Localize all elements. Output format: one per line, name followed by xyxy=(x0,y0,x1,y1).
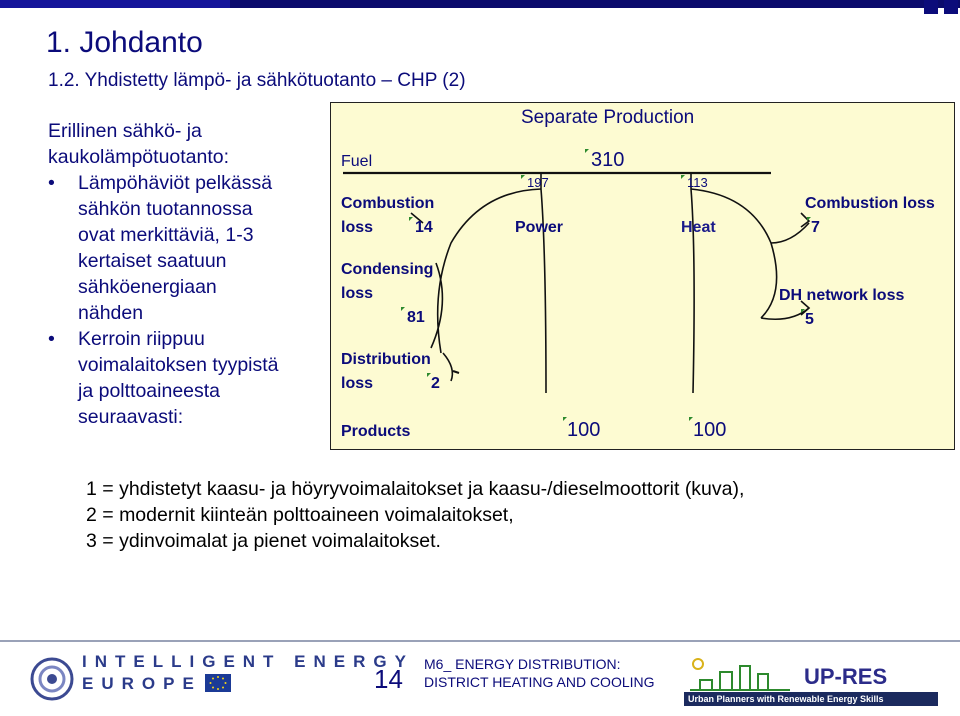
note-line: 1 = yhdistetyt kaasu- ja höyryvoimalaito… xyxy=(86,478,745,500)
bullet-line: seuraavasti: xyxy=(78,406,184,428)
distribution-loss-value: 2 xyxy=(431,375,440,392)
power-arc-center xyxy=(540,188,547,394)
module-title-line2: DISTRICT HEATING AND COOLING xyxy=(424,674,655,690)
power-output-value: 100 xyxy=(567,419,601,441)
heat-label: Heat xyxy=(681,219,716,236)
dh-network-loss-value: 5 xyxy=(805,311,814,328)
notes-list: 1 = yhdistetyt kaasu- ja höyryvoimalaito… xyxy=(86,476,744,554)
bullet-item: • Lämpöhäviöt pelkässä sähkön tuotannoss… xyxy=(48,170,328,326)
heat-combustion-loss-value: 7 xyxy=(811,219,820,236)
bullet-line: ja polttoaineesta xyxy=(78,380,221,402)
combustion-loss-arrow xyxy=(410,212,424,224)
module-title: M6_ ENERGY DISTRIBUTION: DISTRICT HEATIN… xyxy=(424,655,655,691)
note-line: 2 = modernit kiinteän polttoaineen voima… xyxy=(86,504,514,526)
power-arc-left xyxy=(436,188,542,354)
distribution-loss-label: loss xyxy=(341,375,374,392)
bullet-dot: • xyxy=(48,328,55,350)
combustion-loss-label: Combustion xyxy=(341,195,435,212)
tick-mark xyxy=(409,217,413,221)
total-value: 310 xyxy=(591,149,625,171)
up-res-logo: UP-RES Urban Planners with Renewable Ene… xyxy=(680,650,940,706)
tick-mark xyxy=(801,309,805,313)
city-skyline-icon xyxy=(690,658,790,691)
module-title-line1: M6_ ENERGY DISTRIBUTION: xyxy=(424,656,621,672)
condensing-loss-label: Condensing xyxy=(341,261,434,278)
condensing-loss-arrow xyxy=(430,262,444,349)
note-line: 3 = ydinvoimalat ja pienet voimalaitokse… xyxy=(86,530,441,552)
diagram-flow-lines xyxy=(343,171,811,394)
bullet-line: nähden xyxy=(78,302,144,324)
tick-mark xyxy=(401,307,405,311)
dh-network-loss-label: DH network loss xyxy=(779,287,905,304)
bullet-line: sähköenergiaan xyxy=(78,276,217,298)
power-label: Power xyxy=(515,219,564,236)
tick-mark xyxy=(427,373,431,377)
distribution-loss-arrow xyxy=(442,352,454,382)
diagram-title: Separate Production xyxy=(521,107,695,128)
condensing-loss-value: 81 xyxy=(407,309,425,326)
heat-arc-right xyxy=(690,188,778,319)
power-input-value: 197 xyxy=(527,175,549,190)
eu-flag-icon xyxy=(205,674,231,692)
bullet-line: Kerroin riippuu xyxy=(78,328,205,350)
tick-mark xyxy=(681,175,685,179)
tick-mark xyxy=(807,217,811,221)
bullet-dot: • xyxy=(48,172,55,194)
programme-name-line2: EUROPE xyxy=(82,674,202,693)
footer-divider xyxy=(0,640,960,642)
bullet-item: • Kerroin riippuu voimalaitoksen tyypist… xyxy=(48,326,328,430)
bullet-line: Lämpöhäviöt pelkässä xyxy=(78,172,273,194)
partner-tagline-bar: Urban Planners with Renewable Energy Ski… xyxy=(684,692,938,706)
slide-title: 1. Johdanto xyxy=(46,26,203,59)
bullet-line: kertaiset saatuun xyxy=(78,250,227,272)
bullet-line: voimalaitoksen tyypistä xyxy=(78,354,279,376)
bullet-line: sähkön tuotannossa xyxy=(78,198,253,220)
tick-mark xyxy=(563,417,567,421)
condensing-loss-label: loss xyxy=(341,285,374,302)
heat-output-value: 100 xyxy=(693,419,727,441)
heat-input-value: 113 xyxy=(687,175,708,190)
slide-subtitle: 1.2. Yhdistetty lämpö- ja sähkötuotanto … xyxy=(48,70,466,91)
tick-mark xyxy=(521,175,525,179)
intelligent-energy-logo-icon xyxy=(30,657,74,701)
page-number: 14 xyxy=(374,664,403,694)
fuel-label: Fuel xyxy=(341,153,373,170)
partner-name: UP-RES xyxy=(804,664,888,689)
heat-arc-center xyxy=(690,188,695,394)
combustion-loss-value: 14 xyxy=(415,219,433,236)
corner-square xyxy=(944,0,958,14)
corner-square xyxy=(924,0,938,14)
products-label: Products xyxy=(341,423,411,440)
heat-combustion-loss-arrow xyxy=(770,222,810,244)
left-heading-line1: Erillinen sähkö- ja xyxy=(48,120,202,142)
top-bar xyxy=(0,0,960,8)
tick-mark xyxy=(585,149,589,153)
heat-combustion-loss-label: Combustion loss xyxy=(805,195,935,212)
tick-mark xyxy=(689,417,693,421)
left-heading-line2: kaukolämpötuotanto: xyxy=(48,146,230,168)
partner-tagline: Urban Planners with Renewable Energy Ski… xyxy=(688,694,884,704)
combustion-loss-label: loss xyxy=(341,219,374,236)
distribution-loss-label: Distribution xyxy=(341,351,431,368)
left-text-panel: Erillinen sähkö- ja kaukolämpötuotanto: … xyxy=(48,118,328,430)
separate-production-diagram: Separate Production Fuel 310 197 113 Com… xyxy=(330,102,955,450)
programme-name-line1: INTELLIGENT ENERGY xyxy=(82,652,414,671)
bullet-line: ovat merkittäviä, 1-3 xyxy=(78,224,254,246)
